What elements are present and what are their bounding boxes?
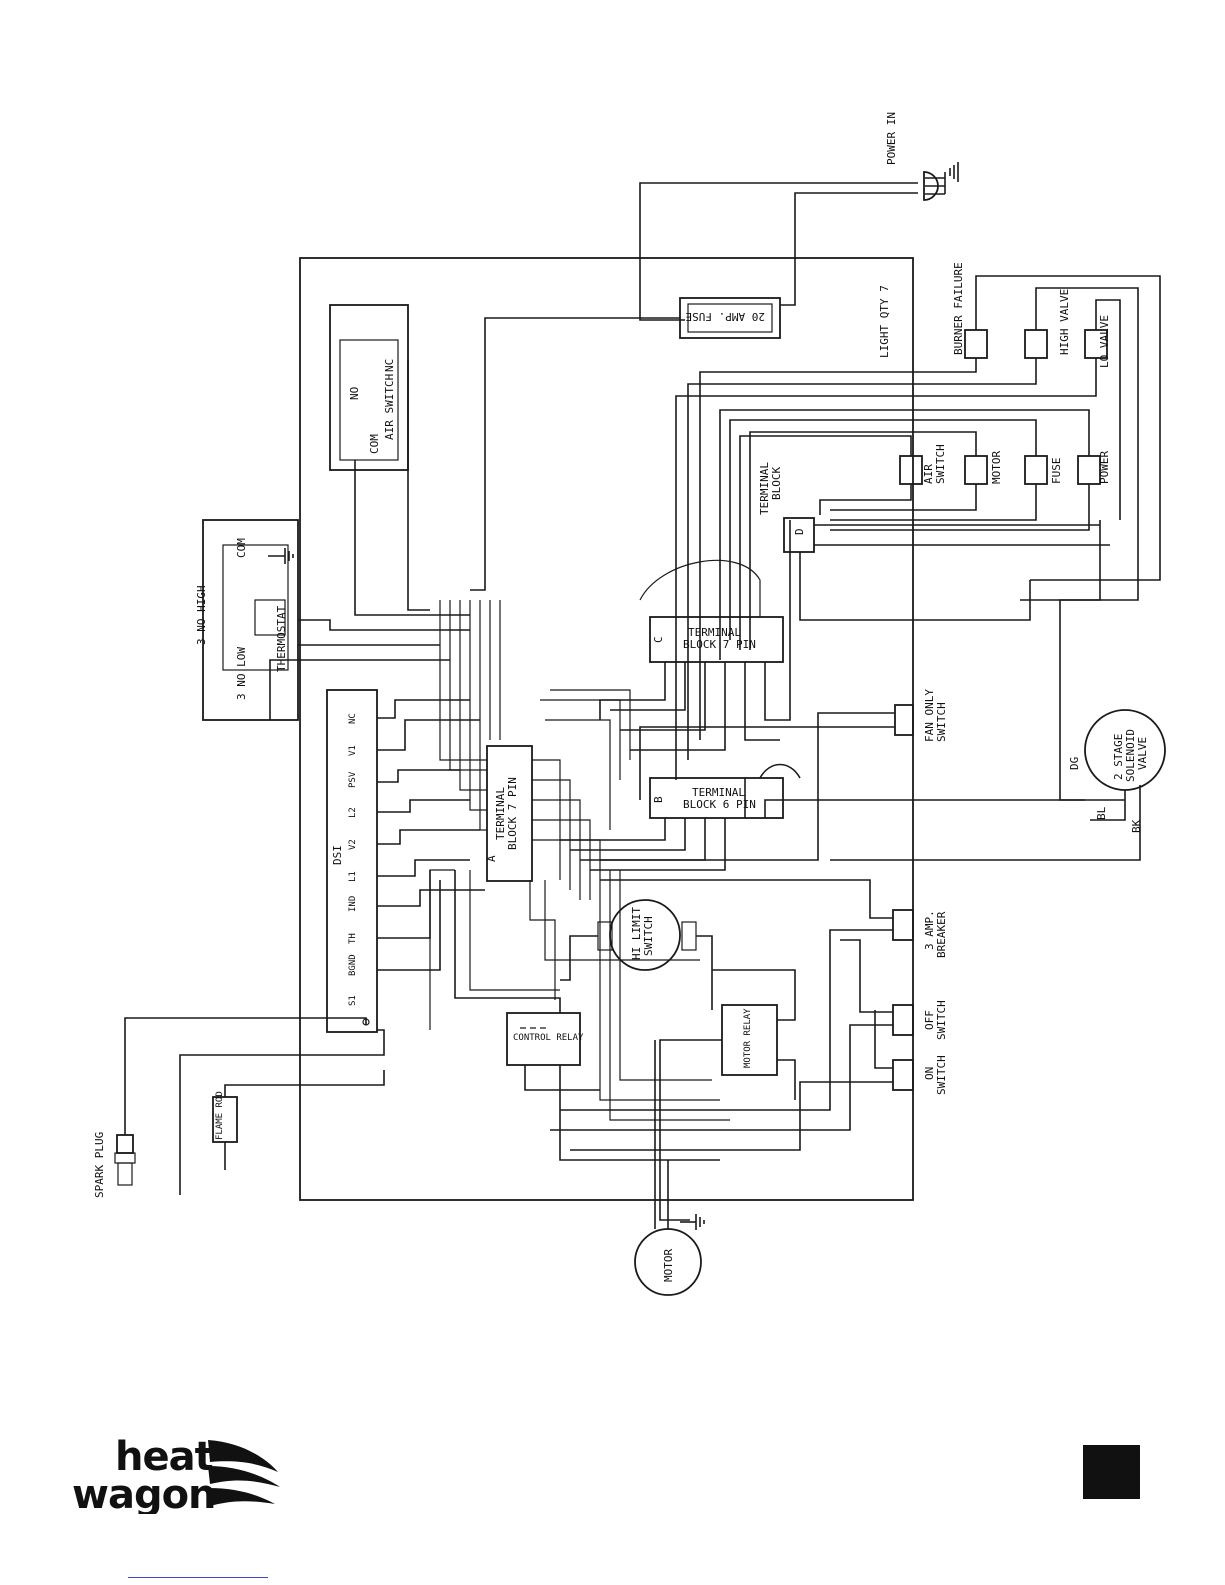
motor-lamp-label: MOTOR (990, 451, 1003, 484)
control-relay-label: CONTROL RELAY (513, 1033, 584, 1043)
page-marker-block (1083, 1445, 1140, 1499)
on-switch-label-1: ON (923, 1067, 936, 1080)
on-switch-label-2: SWITCH (935, 1055, 948, 1095)
air-switch-nc: NC (383, 359, 396, 372)
motor-ground-icon (680, 1214, 705, 1230)
three-no-low-label: 3 NO LOW (235, 647, 248, 700)
hi-limit-label-2: SWITCH (642, 916, 655, 956)
dsi-pin-label: S1 (348, 995, 358, 1006)
indicator-lamps (899, 329, 1108, 485)
dsi-label: DSI (331, 845, 344, 865)
power-in-label: POWER IN (885, 112, 898, 165)
terminal-block-d (783, 517, 815, 553)
fan-only-switch (894, 704, 914, 736)
dsi-pin-label: PSV (348, 771, 358, 788)
on-switch (892, 1059, 914, 1091)
flame-rod (212, 1070, 385, 1170)
fuse-20-amp-label: 20 AMP. FUSE (686, 310, 765, 323)
footer-link-underline[interactable] (128, 1577, 268, 1578)
flame-swoosh-icon (208, 1440, 280, 1506)
terminal-block-a-letter: A (485, 855, 498, 862)
motor-relay-label: MOTOR RELAY (743, 1008, 753, 1068)
burner-failure-label: BURNER FAILURE (952, 262, 965, 355)
dsi-pin-label: V2 (348, 839, 358, 850)
solenoid-label-1: 2 STAGE (1112, 734, 1125, 780)
off-switch (892, 1004, 914, 1036)
control-relay (506, 1012, 581, 1066)
bk-label: BK (1130, 819, 1143, 833)
off-switch-label-2: SWITCH (935, 1000, 948, 1040)
breaker-label-2: BREAKER (935, 911, 948, 958)
breaker-label-1: 3 AMP. (923, 910, 936, 950)
terminal-block-c-letter: C (652, 636, 665, 643)
dsi-pin-label: L2 (348, 807, 358, 818)
spark-plug-label: SPARK PLUG (93, 1132, 106, 1198)
air-switch-lamp-label-1: AIR (922, 464, 935, 484)
power-lamp-label: POWER (1098, 451, 1111, 484)
fuse-lamp-label: FUSE (1050, 458, 1063, 485)
solenoid-label-2: SOLENOID (1124, 729, 1137, 782)
dg-label: DG (1068, 757, 1081, 770)
thermostat-label: THERMOSTAT (275, 605, 288, 672)
bundle-wires-left (439, 600, 631, 900)
terminal-block-d-label-1: TERMINAL (758, 462, 771, 515)
terminal-block-7-pin-c (649, 616, 784, 663)
fan-only-label-1: FAN ONLY (923, 689, 936, 742)
dsi-pin-label: IND (348, 896, 358, 912)
logo-text-line1: heat (115, 1434, 214, 1480)
terminal-block-b-label-2: BLOCK 6 PIN (683, 798, 756, 811)
flame-rod-label: FLAME ROD (215, 1091, 225, 1140)
air-switch-com: COM (368, 434, 381, 454)
fan-only-label-2: SWITCH (935, 702, 948, 742)
off-switch-label-1: OFF (923, 1010, 936, 1030)
terminal-block-b-label-1: TERMINAL (692, 786, 745, 799)
terminal-block-a-label-1: TERMINAL (494, 787, 507, 840)
terminal-block-6-pin-b (649, 777, 784, 819)
terminal-block-a-label-2: BLOCK 7 PIN (506, 777, 519, 850)
motor-label: MOTOR (662, 1249, 675, 1282)
dsi-pin-label: BGND (348, 954, 358, 976)
dsi-pin-label: V1 (348, 745, 358, 756)
terminal-block-d-letter: D (793, 528, 806, 535)
terminal-block-b-letter: B (652, 796, 665, 803)
dsi-pin-label: L1 (348, 871, 358, 882)
air-switch-label: AIR SWITCH (383, 374, 396, 440)
air-switch-no: NO (348, 387, 361, 400)
thermostat-ground-icon (268, 548, 294, 564)
dsi-pin-label: TH (348, 933, 358, 944)
lo-valve-label: LO VALVE (1098, 315, 1111, 368)
spark-plug (114, 1017, 367, 1186)
three-no-high-label: 3 NO HIGH (195, 585, 208, 645)
three-amp-breaker (892, 909, 914, 941)
terminal-block-c-label-1: TERMINAL (688, 626, 741, 639)
solenoid-label-3: VALVE (1136, 737, 1149, 770)
power-in-plug (923, 162, 959, 201)
heat-wagon-logo: heat wagon (72, 1434, 280, 1514)
dsi-pin-label: NC (348, 713, 358, 724)
dsi-module (326, 689, 378, 1033)
high-valve-label: HIGH VALVE (1058, 289, 1071, 355)
com-label: COM (235, 538, 248, 558)
terminal-block-7-pin-a (486, 745, 533, 882)
bl-label: BL (1095, 806, 1108, 820)
hi-limit-label-1: HI LIMIT (630, 907, 643, 960)
terminal-block-d-label-2: BLOCK (770, 467, 783, 500)
air-switch-lamp-label-2: SWITCH (934, 444, 947, 484)
logo-text-line2: wagon (72, 1472, 216, 1514)
light-qty-label: LIGHT QTY 7 (878, 285, 891, 358)
terminal-block-c-label-2: BLOCK 7 PIN (683, 638, 756, 651)
